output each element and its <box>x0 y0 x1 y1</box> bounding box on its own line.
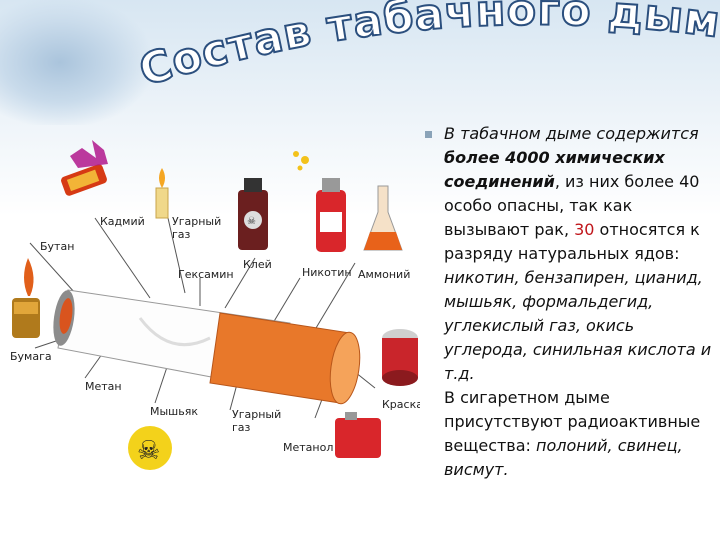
p1-emphasis: более 4000 химических соединений <box>444 148 665 191</box>
p1-danger: из них более 40 особо опасны, так как вы… <box>444 172 700 239</box>
svg-text:☠: ☠ <box>247 216 256 227</box>
p1-comma: , <box>554 172 560 191</box>
p1-poison-list: никотин, бензапирен, цианид, мышьяк, фор… <box>444 268 712 383</box>
label-hexamine: Гексамин <box>178 268 234 281</box>
paragraph-radioactive: В сигаретном дыме присутствуют радиоакти… <box>425 386 715 482</box>
candle-icon <box>155 168 169 219</box>
doctor-photo <box>0 0 150 125</box>
slide-title-text: Состав табачного дыма <box>120 0 720 96</box>
body-text: В табачном дыме содержится более 4000 хи… <box>425 122 715 482</box>
poison-sign-icon: ☠ <box>128 426 172 470</box>
label-co-bottom-1: Угарный <box>232 408 281 421</box>
p2-list: полоний, свинец, висмут. <box>444 436 683 479</box>
label-co-top-2: газ <box>172 228 191 241</box>
slide-title: Состав табачного дыма <box>119 0 720 103</box>
p1-poisons: относятся к разряду натуральных ядов: <box>444 220 700 263</box>
bullet-marker-icon <box>425 131 432 138</box>
label-arsenic: Мышьяк <box>150 405 198 418</box>
canister-icon <box>335 412 381 458</box>
label-co-top-1: Угарный <box>172 215 221 228</box>
label-glue: Клей <box>243 258 272 271</box>
label-methanol: Метанол <box>283 441 333 454</box>
label-methane: Метан <box>85 380 122 393</box>
label-ammonia: Аммоний <box>358 268 410 281</box>
p1-number: 30 <box>574 220 595 239</box>
label-nicotine: Никотин <box>302 266 352 279</box>
label-paper: Бумага <box>10 350 52 363</box>
flask-icon <box>363 185 403 251</box>
paint-can-icon <box>382 329 418 386</box>
cigarette <box>53 289 361 405</box>
label-cadmium: Кадмий <box>100 215 145 228</box>
svg-text:☠: ☠ <box>137 436 160 466</box>
cigarette-illustration: ☠ ☠ <box>0 128 423 498</box>
glue-bottle-icon: ☠ <box>238 178 268 250</box>
battery-icon <box>61 140 108 196</box>
label-butane: Бутан <box>40 240 74 253</box>
p1-intro: В табачном дыме содержится <box>444 124 699 143</box>
label-paint: Краска <box>382 398 420 411</box>
spray-can-icon <box>293 151 346 252</box>
paragraph-composition: В табачном дыме содержится более 4000 хи… <box>425 122 715 386</box>
lighter-icon <box>12 258 40 338</box>
p2-intro: В сигаретном дыме присутствуют радиоакти… <box>444 388 701 455</box>
label-co-bottom-2: газ <box>232 421 251 434</box>
